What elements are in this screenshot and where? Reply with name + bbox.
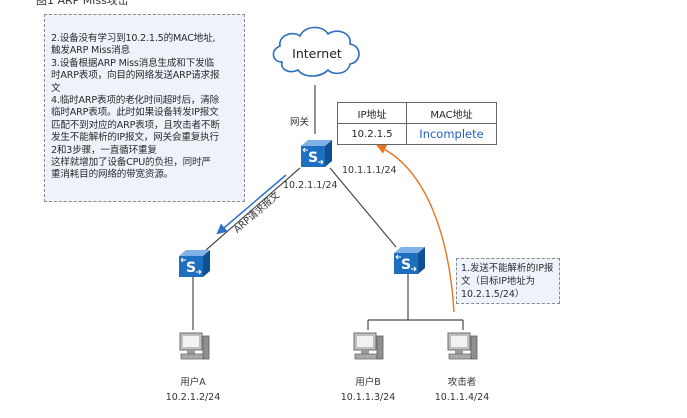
attacker-pc-icon (446, 330, 478, 366)
note-line: 触发ARP Miss消息 (51, 45, 130, 57)
note-line: 4.临时ARP表项的老化时间超时后，清除 (51, 95, 220, 107)
user-b-ip: 10.1.1.3/24 (340, 392, 396, 403)
note-line: 文 (51, 82, 61, 94)
gateway-ip-right: 10.1.1.1/24 (342, 165, 397, 176)
figure-caption: 图1 ARP Miss攻击 (36, 0, 129, 7)
switch-right-icon: S (391, 247, 425, 278)
internet-label: Internet (292, 46, 342, 61)
arp-header-ip: IP地址 (337, 102, 407, 124)
note-line: 2和3步骤，一直循环重复 (51, 144, 157, 156)
arp-request-arrow (216, 174, 287, 235)
gateway-switch-icon: S (298, 140, 332, 171)
user-a-pc-icon (178, 330, 210, 366)
attack-packet-arrow (376, 144, 455, 313)
attack-note-line: 文（目标IP地址为 (461, 276, 536, 287)
arp-header-mac: MAC地址 (406, 102, 497, 124)
link-gateway-switch-right (329, 167, 397, 248)
arp-table: IP地址 MAC地址 10.2.1.5 Incomplete (337, 102, 497, 145)
attacker-name: 攻击者 (447, 377, 477, 388)
svg-text:S: S (401, 257, 411, 273)
user-b-name: 用户B (355, 377, 381, 388)
link-gateway-switch-left (205, 167, 301, 251)
internet-cloud (272, 26, 360, 77)
attacker-ip: 10.1.1.4/24 (434, 392, 490, 403)
arp-cell-ip: 10.2.1.5 (337, 123, 407, 145)
note-line: 这样就增加了设备CPU的负担，同时严 (51, 157, 211, 169)
user-b-pc-icon (352, 330, 384, 366)
user-a-name: 用户A (180, 377, 206, 388)
note-line: 重消耗目的网络的带宽资源。 (51, 169, 174, 181)
note-line: 发生不能解析的IP报文，网关会重复执行 (51, 132, 219, 144)
svg-text:S: S (308, 150, 318, 166)
attack-note-box: 1.发送不能解析的IP报 文（目标IP地址为 10.2.1.5/24） (456, 258, 560, 304)
attack-note-line: 1.发送不能解析的IP报 (461, 263, 554, 274)
svg-text:S: S (186, 260, 196, 276)
process-note-box: 2.设备没有学习到10.2.1.5的MAC地址, 触发ARP Miss消息 3.… (44, 14, 245, 202)
note-line: 时ARP表项，向目的网络发送ARP请求报 (51, 70, 220, 82)
gateway-ip-left: 10.2.1.1/24 (283, 180, 338, 191)
user-a-ip: 10.2.1.2/24 (165, 392, 221, 403)
note-line: 3.设备根据ARP Miss消息生成和下发临 (51, 57, 214, 69)
switch-left-icon: S (176, 250, 210, 281)
attack-note-line: 10.2.1.5/24） (461, 289, 525, 300)
arp-cell-mac: Incomplete (406, 123, 497, 145)
note-line: 匹配不到对应的ARP表项，且攻击者不断 (51, 119, 220, 131)
note-line: 2.设备没有学习到10.2.1.5的MAC地址, (51, 33, 216, 44)
gateway-label: 网关 (290, 117, 310, 128)
note-line: 临时ARP表项。此时如果设备转发IP报文 (51, 107, 219, 119)
